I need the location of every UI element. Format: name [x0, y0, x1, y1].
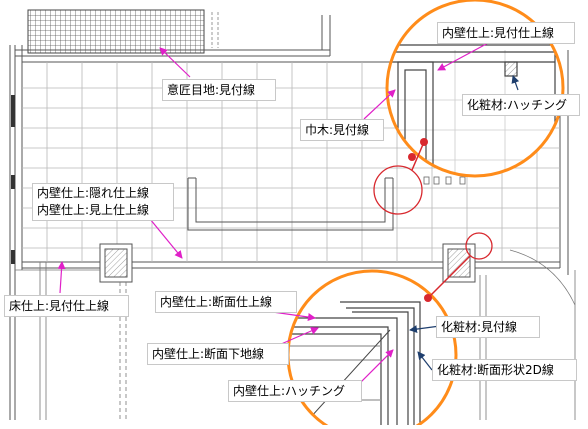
connector-dot-top: [420, 138, 428, 146]
label-wall-hidden-visible: 内壁仕上:隠れ仕上線 内壁仕上:見上仕上線: [32, 183, 174, 221]
detail-circle-top: [385, 0, 565, 178]
label-baseboard: 巾木:見付線: [300, 119, 384, 141]
label-decorative-joint: 意匠目地:見付線: [162, 79, 276, 101]
label-baseboard-text: 巾木:見付線: [305, 123, 370, 137]
label-trim-section-text: 化粧材:断面形状2D線: [437, 363, 554, 377]
label-wall-visible-text: 内壁仕上:見上仕上線: [37, 203, 150, 217]
label-wall-base: 内壁仕上:断面下地線: [147, 343, 289, 365]
label-floor: 床仕上:見付仕上線: [4, 295, 129, 317]
label-wall-hatch-text: 内壁仕上:ハッチング: [233, 384, 346, 398]
label-wall-top-text: 内壁仕上:見付仕上線: [442, 26, 555, 40]
label-wall-hidden-text: 内壁仕上:隠れ仕上線: [37, 186, 150, 200]
label-wall-section: 内壁仕上:断面仕上線: [155, 291, 297, 313]
label-wall-section-text: 内壁仕上:断面仕上線: [160, 295, 273, 309]
columns: [99, 243, 476, 283]
u-shaped-counter: [187, 177, 394, 231]
reference-circle-counter: [373, 165, 423, 215]
connector-dot-mid: [408, 153, 416, 161]
label-trim-section: 化粧材:断面形状2D線: [432, 359, 577, 381]
label-trim-face: 化粧材:見付線: [436, 316, 540, 338]
top-hatched-block: [27, 9, 205, 54]
label-trim-face-text: 化粧材:見付線: [441, 320, 518, 334]
label-wall-hatch: 内壁仕上:ハッチング: [228, 380, 362, 402]
label-decorative-joint-text: 意匠目地:見付線: [167, 83, 256, 97]
label-floor-text: 床仕上:見付仕上線: [9, 299, 110, 313]
label-wall-top: 内壁仕上:見付仕上線: [437, 22, 575, 44]
label-trim-hatch-text: 化粧材:ハッチング: [467, 98, 568, 112]
label-trim-hatch: 化粧材:ハッチング: [462, 94, 580, 116]
leader-arrows-navy: [409, 75, 520, 371]
reference-circle-column: [465, 232, 493, 260]
connector-dot-bottom: [424, 294, 432, 302]
label-wall-base-text: 内壁仕上:断面下地線: [152, 347, 265, 361]
